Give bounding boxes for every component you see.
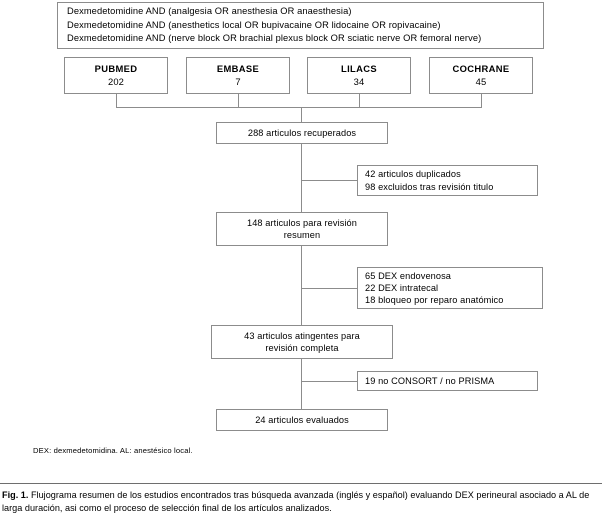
exclusion-reporting-standards: 19 no CONSORT / no PRISMA [365, 375, 495, 386]
connector-retrieved-to-abstract [301, 144, 302, 213]
database-count-cochrane: 45 [475, 75, 487, 87]
database-box-pubmed: PUBMED 202 [64, 57, 168, 94]
database-name-embase: EMBASE [216, 62, 260, 74]
connector-full-to-evaluated [301, 359, 302, 410]
figure-caption-text: Flujograma resumen de los estudios encon… [2, 490, 590, 514]
database-count-pubmed: 202 [108, 75, 124, 87]
connector-lilacs-down [359, 94, 360, 108]
database-box-cochrane: COCHRANE 45 [429, 57, 533, 94]
database-name-pubmed: PUBMED [94, 62, 138, 74]
node-articles-abstract-review: 148 articulos para revisión resumen [216, 212, 388, 246]
node-abstract-review-line-2: resumen [283, 230, 321, 240]
database-count-embase: 7 [235, 75, 241, 87]
exclusion-landmark-block: 18 bloqueo por reparo anatómico [365, 295, 504, 306]
abbreviations-footnote: DEX: dexmedetomidina. AL: anestésico loc… [33, 446, 193, 455]
exclusion-dex-iv: 65 DEX endovenosa [365, 270, 451, 281]
node-full-review-line-2: revisión completa [265, 343, 339, 353]
connector-branch-exclusion-3 [301, 381, 358, 382]
node-articles-retrieved: 288 articulos recuperados [216, 122, 388, 144]
node-exclusions-after-abstract: 65 DEX endovenosa 22 DEX intratecal 18 b… [357, 267, 543, 309]
figure-caption: Fig. 1. Flujograma resumen de los estudi… [2, 489, 596, 515]
connector-pubmed-down [116, 94, 117, 108]
exclusion-title-screen: 98 excluidos tras revisión titulo [365, 181, 494, 192]
exclusion-dex-intrathecal: 22 DEX intratecal [365, 282, 439, 293]
exclusion-duplicates: 42 articulos duplicados [365, 169, 461, 180]
connector-manifold-bar [116, 107, 482, 108]
connector-branch-exclusion-2 [301, 288, 358, 289]
search-query-box: Dexmedetomidine AND (analgesia OR anesth… [57, 2, 544, 49]
database-box-lilacs: LILACS 34 [307, 57, 411, 94]
caption-divider [0, 483, 602, 484]
connector-branch-exclusion-1 [301, 180, 358, 181]
query-line-3: Dexmedetomidine AND (nerve block OR brac… [67, 33, 482, 44]
connector-cochrane-down [481, 94, 482, 108]
node-articles-evaluated: 24 articulos evaluados [216, 409, 388, 431]
database-count-lilacs: 34 [353, 75, 365, 87]
query-line-2: Dexmedetomidine AND (anesthetics local O… [67, 19, 441, 30]
connector-manifold-to-retrieved [301, 107, 302, 123]
node-articles-retrieved-label: 288 articulos recuperados [247, 127, 357, 138]
node-full-review-line-1: 43 articulos atingentes para [244, 330, 360, 341]
database-name-cochrane: COCHRANE [452, 62, 510, 74]
node-exclusions-after-retrieval: 42 articulos duplicados 98 excluidos tra… [357, 165, 538, 196]
connector-embase-down [238, 94, 239, 108]
database-name-lilacs: LILACS [341, 62, 377, 74]
node-exclusions-after-full: 19 no CONSORT / no PRISMA [357, 371, 538, 391]
node-articles-full-review: 43 articulos atingentes para revisión co… [211, 325, 393, 359]
query-line-1: Dexmedetomidine AND (analgesia OR anesth… [67, 6, 352, 17]
node-articles-evaluated-label: 24 articulos evaluados [255, 414, 349, 425]
node-abstract-review-line-1: 148 articulos para revisión [247, 217, 357, 228]
database-box-embase: EMBASE 7 [186, 57, 290, 94]
connector-abstract-to-full [301, 246, 302, 326]
figure-label: Fig. 1. [2, 490, 29, 500]
